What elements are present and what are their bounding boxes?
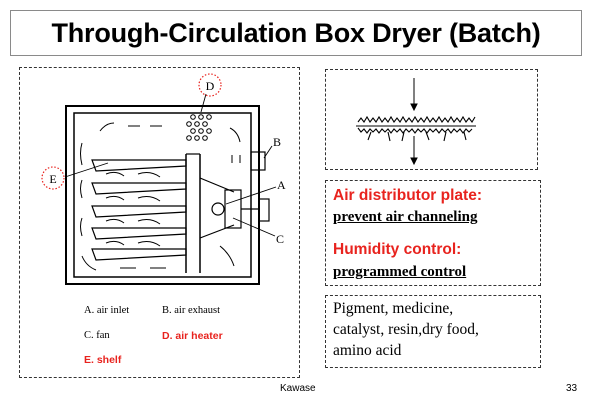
callout-a: A [277,178,286,192]
callout-b: B [273,135,281,149]
distributor-plate-illustration [325,69,538,170]
applications-line-2: catalyst, resin,dry food, [333,321,479,338]
heater-dots [186,114,212,141]
applications-line-1: Pigment, medicine, [333,300,454,317]
distributor-text: prevent air channeling [333,209,478,225]
callout-d: D [206,79,215,93]
applications-line-3: amino acid [333,342,402,359]
callout-e: E [49,172,56,186]
airflow-arrows [80,122,241,271]
humidity-text: programmed control [333,264,467,280]
distributor-heading: Air distributor plate: [333,187,482,204]
mesh-diagram [356,78,476,166]
applications-box: Pigment, medicine, catalyst, resin,dry f… [325,295,541,368]
humidity-heading: Humidity control: [333,241,462,258]
legend-d: D. air heater [162,330,223,342]
features-box: Air distributor plate: prevent air chann… [325,180,541,286]
legend-b: B. air exhaust [162,305,221,316]
page-number: 33 [566,383,578,394]
slide-title: Through-Circulation Box Dryer (Batch) [10,10,582,56]
particle-layer [356,115,476,142]
footer-author: Kawase [280,383,316,394]
legend-e: E. shelf [84,354,122,366]
dryer-diagram-panel: D E B A C A. air inlet B. air exhaust C.… [19,67,300,378]
legend-c: C. fan [84,330,110,341]
callout-c: C [276,232,284,246]
legend-a: A. air inlet [84,305,130,316]
dryer-schematic: D E B A C [41,73,286,285]
shelves [91,159,187,261]
